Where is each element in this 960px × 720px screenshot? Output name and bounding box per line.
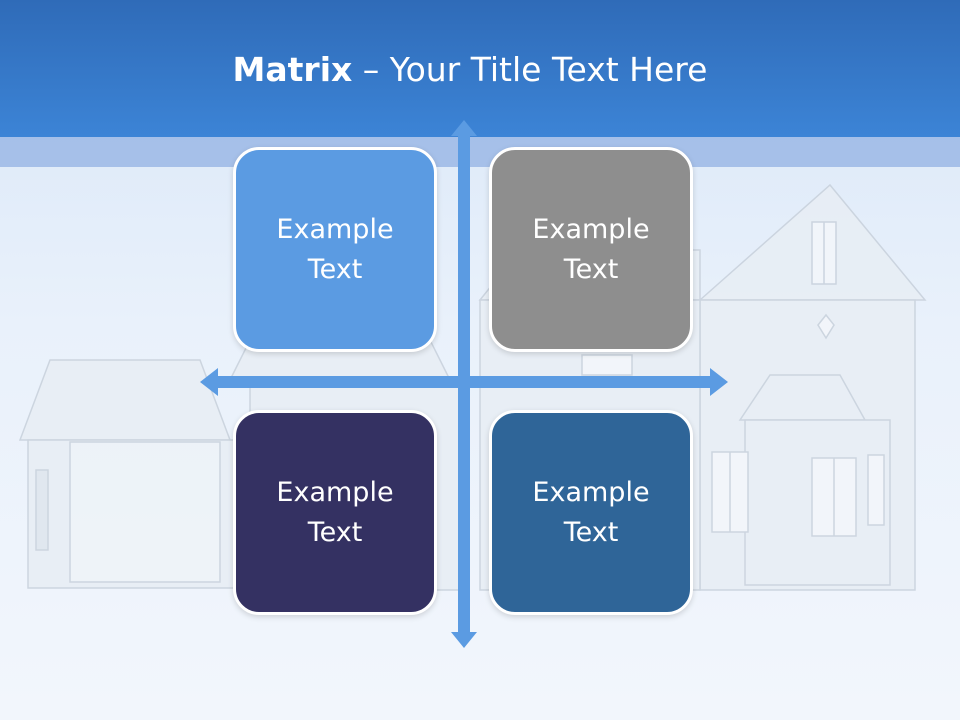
- arrow-down-head: [451, 632, 477, 648]
- arrow-right-head: [710, 368, 728, 396]
- matrix-cell-top-right: Example Text: [489, 147, 693, 352]
- matrix-cell-bottom-left: Example Text: [233, 410, 437, 615]
- matrix-cell-top-left: Example Text: [233, 147, 437, 352]
- title-rest: – Your Title Text Here: [352, 50, 708, 89]
- arrow-left-head: [200, 368, 218, 396]
- cell-text: Example Text: [276, 476, 394, 548]
- matrix-cell-bottom-right: Example Text: [489, 410, 693, 615]
- horizontal-axis: [214, 376, 714, 388]
- cell-text: Example Text: [532, 476, 650, 548]
- arrow-up-head: [451, 120, 477, 136]
- cell-text: Example Text: [532, 213, 650, 285]
- cell-text: Example Text: [276, 213, 394, 285]
- title-bar-band: [0, 137, 960, 167]
- title-bar: [0, 0, 960, 137]
- slide-title: Matrix – Your Title Text Here: [0, 50, 940, 90]
- title-bold: Matrix: [232, 50, 353, 89]
